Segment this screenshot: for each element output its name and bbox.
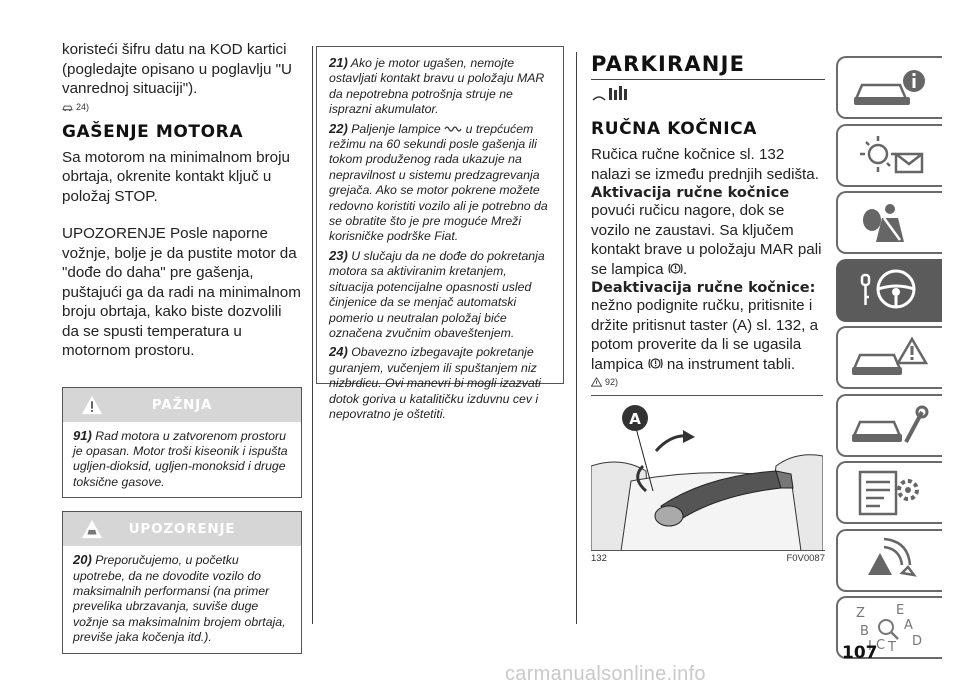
warning-box: PAŽNJA 91) Rad motora u zatvorenom prost… <box>62 386 302 499</box>
warning-triangle-icon <box>591 377 602 387</box>
figure-caption: 132 F0V0087 <box>591 550 825 564</box>
warning-box-text: 91) Rad motora u zatvorenom prostoru je … <box>73 427 288 489</box>
svg-text:I: I <box>868 639 872 653</box>
svg-text:Z: Z <box>856 606 865 621</box>
note-item: 21) Ako je motor ugašen, nemojte ostavlj… <box>329 55 545 117</box>
alphabetical-index-icon: Z E B A C D I T <box>856 603 922 653</box>
multimedia-icon <box>868 537 917 577</box>
heading-rule <box>591 79 825 80</box>
tab-lights-messages[interactable] <box>836 123 942 187</box>
figure-label-a: A <box>629 410 641 428</box>
notes-box: 21) Ako je motor ugašen, nemojte ostavlj… <box>316 46 564 421</box>
tab-car-info[interactable] <box>836 56 942 119</box>
caution-box-text: 20) Preporučujemo, u početku upotrebe, d… <box>73 552 286 645</box>
paragraph: UPOZORENJE Posle naporne vožnje, bolje j… <box>62 225 301 359</box>
svg-text:B: B <box>860 624 869 639</box>
figure-code: F0V0087 <box>786 553 825 564</box>
subsection-heading: Deaktivacija ručne kočnice: <box>591 280 816 296</box>
svg-text:A: A <box>904 618 913 633</box>
section-heading: RUČNA KOČNICA <box>591 119 757 139</box>
car-warning-icon <box>81 519 103 539</box>
figure-handbrake: A <box>591 395 823 550</box>
tab-technical-data[interactable] <box>836 461 942 524</box>
glow-plug-icon <box>444 126 462 133</box>
note-reference: 92) <box>591 377 825 387</box>
figure-number: 132 <box>591 553 607 564</box>
page-number: 107 <box>842 643 878 663</box>
brake-warning-icon <box>668 262 683 274</box>
paragraph: Ručica ručne kočnice sl. 132 nalazi se i… <box>591 146 819 183</box>
svg-text:C: C <box>876 638 885 653</box>
warning-triangle-icon <box>81 395 103 414</box>
document-gear-icon <box>858 470 919 515</box>
driving-icon <box>592 86 627 101</box>
section-heading: GAŠENJE MOTORA <box>62 121 244 142</box>
note-item: 23) U slučaju da ne dođe do pokretanja m… <box>329 247 545 340</box>
chapter-heading: PARKIRANJE <box>591 52 746 76</box>
caution-box: UPOZORENJE 20) Preporučujemo, u početku … <box>62 511 302 654</box>
intro-text: koristeći šifru datu na KOD kartici (pog… <box>62 41 292 97</box>
paragraph: nežno podignite ručku, pritisnite i drži… <box>591 297 819 373</box>
column-divider <box>312 46 313 624</box>
handbrake-illustration: A <box>591 405 823 550</box>
caution-box-header: UPOZORENJE <box>63 512 301 547</box>
steering-wheel-key-icon <box>860 269 916 309</box>
note-item: 24) Obavezno izbegavajte pokretanje gura… <box>329 344 541 421</box>
column-left: koristeći šifru datu na KOD kartici (pog… <box>62 40 302 654</box>
svg-text:D: D <box>912 634 922 649</box>
warning-light-message-icon <box>860 136 924 174</box>
warning-box-header: PAŽNJA <box>63 387 301 422</box>
paragraph: povući ručicu nagore, dok se vozilo ne z… <box>591 202 822 278</box>
column-divider <box>576 52 577 624</box>
svg-text:E: E <box>896 603 904 618</box>
tab-emergency[interactable] <box>836 326 942 389</box>
paragraph: Sa motorom na minimalnom broju obrtaja, … <box>62 148 290 205</box>
note-item: 22) Paljenje lampice u trepćućem režimu … <box>329 120 548 244</box>
watermark: carmanualsonline.info <box>505 663 706 685</box>
airbag-seatbelt-icon <box>863 203 904 242</box>
brake-warning-icon <box>647 357 663 369</box>
car-emergency-icon <box>852 336 929 375</box>
column-right: PARKIRANJE RUČNA KOČNICA Ručica ručne ko… <box>591 52 825 564</box>
tab-safety[interactable] <box>836 191 942 254</box>
subsection-heading: Aktivacija ručne kočnice <box>591 185 790 201</box>
note-reference: 24) <box>62 102 302 112</box>
car-wrench-icon <box>852 405 929 443</box>
tab-multimedia[interactable] <box>836 528 942 592</box>
svg-text:T: T <box>887 640 896 653</box>
column-middle: 21) Ako je motor ugašen, nemojte ostavlj… <box>316 46 564 421</box>
car-caution-icon <box>62 105 73 111</box>
car-info-icon <box>854 69 925 105</box>
chapter-tabs: Z E B A C D I T <box>836 56 942 664</box>
tab-maintenance[interactable] <box>836 393 942 457</box>
tab-index[interactable]: Z E B A C D I T <box>836 596 942 659</box>
tab-driving[interactable] <box>836 258 942 322</box>
